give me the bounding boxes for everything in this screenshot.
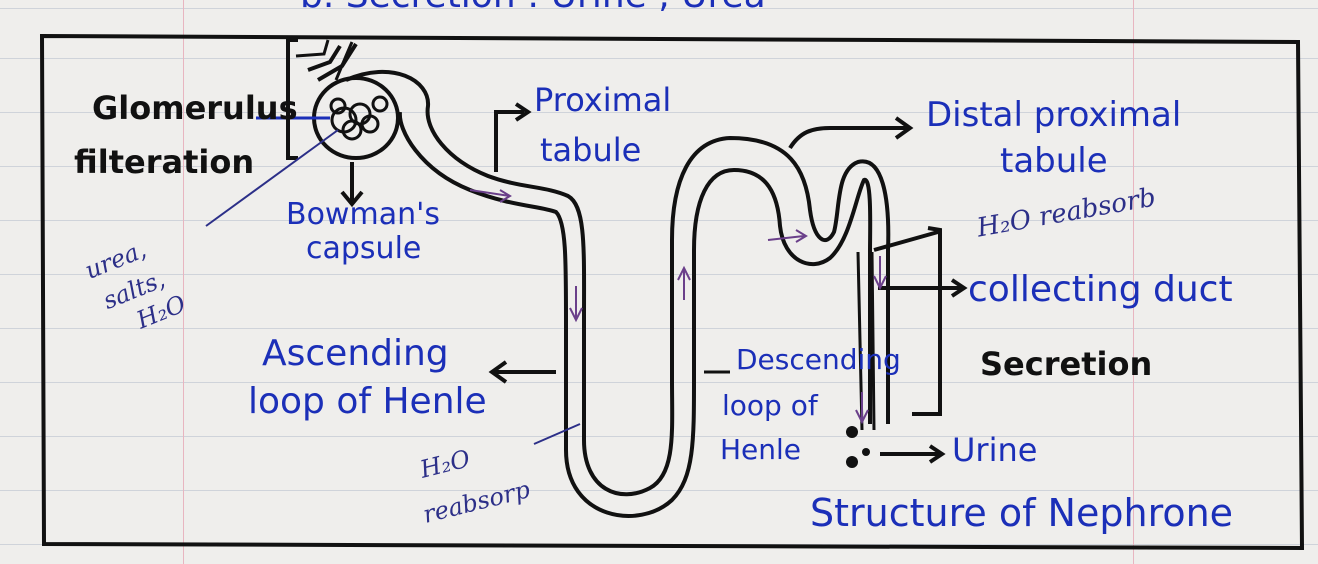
glomerulus-label: Glomerulus [92, 92, 298, 124]
proximal-tubule-arrow [496, 104, 528, 172]
descending-loop-label-line2: loop of [722, 392, 818, 420]
distal-tubule-label-line1: Distal proximal [926, 98, 1181, 132]
collecting-duct-label: collecting duct [968, 272, 1233, 308]
diagram-title: Structure of Nephrone [810, 494, 1233, 532]
bowmans-capsule-label-line1: Bowman's [286, 200, 440, 230]
ascending-loop-label-line1: Ascending [262, 336, 449, 372]
proximal-tubule-label-line2: tabule [540, 134, 641, 166]
distal-tubule-arrow [790, 118, 910, 148]
urine-drop [846, 426, 858, 438]
h2o-reabsorb-right-pointer [874, 228, 940, 414]
flow-arrows [470, 190, 886, 422]
descending-loop-label-line1: Descending [736, 346, 901, 374]
bowmans-capsule-label-line2: capsule [306, 234, 421, 264]
ascending-arrow [492, 362, 556, 382]
urine-drop [846, 456, 858, 468]
distal-tubule-label-line2: tabule [1000, 144, 1108, 178]
glomerulus-tuft [331, 97, 387, 139]
urine-drop [862, 448, 870, 456]
urine-arrow [880, 446, 942, 462]
ascending-loop-label-line2: loop of Henle [248, 384, 487, 420]
urine-label: Urine [952, 434, 1037, 466]
secretion-label: Secretion [980, 348, 1152, 380]
collecting-duct-arrow [878, 280, 964, 296]
descending-loop-label-line3: Henle [720, 436, 801, 464]
blood-vessel-branch [296, 40, 352, 80]
proximal-tubule-label-line1: Proximal [534, 84, 671, 116]
h2o-reabsorb-bottom-pointer [534, 424, 580, 444]
filteration-label: filteration [74, 146, 254, 178]
